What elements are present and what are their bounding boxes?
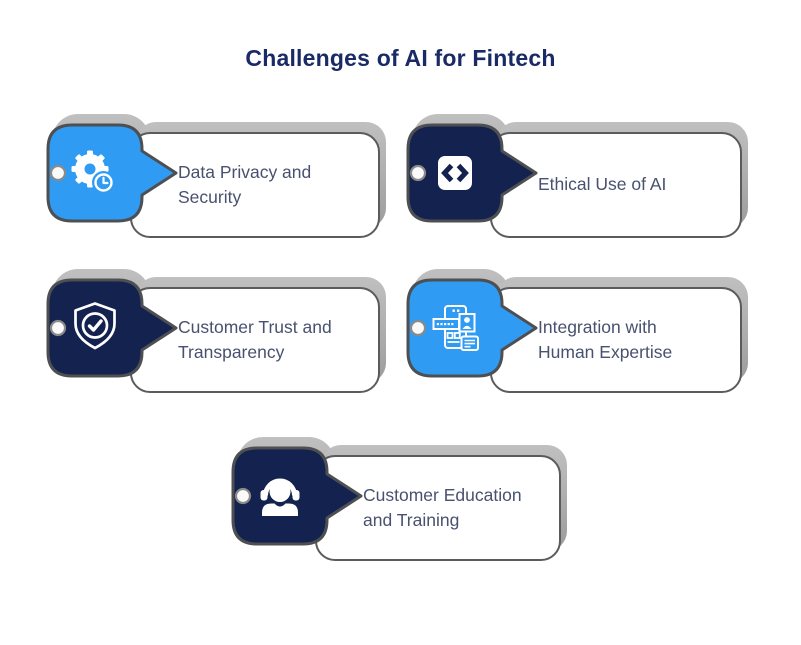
- card-panel: [490, 287, 742, 393]
- card-panel: [490, 132, 742, 238]
- code-icon: [438, 156, 472, 190]
- hole-punch: [409, 319, 427, 337]
- integration-icon: [432, 305, 479, 351]
- card-label: Customer Trust and Transparency: [178, 287, 332, 393]
- gear-clock-icon: [71, 150, 115, 194]
- card-label-line: and Training: [363, 510, 460, 530]
- card-tag: [46, 123, 178, 223]
- card-tag-shape: [46, 123, 178, 223]
- card-label-line: Data Privacy and: [178, 161, 312, 182]
- hole-punch: [49, 319, 67, 337]
- card-label: Customer Education and Training: [363, 455, 522, 561]
- card-tag: [231, 446, 363, 546]
- card-label-line: Customer Education: [363, 484, 522, 505]
- card-tag: [46, 278, 178, 378]
- card-label-line: Customer Trust and: [178, 316, 332, 337]
- support-agent-icon: [260, 478, 300, 516]
- card-tag-shape: [46, 278, 178, 378]
- card-data-privacy-security: Data Privacy and Security: [45, 113, 390, 243]
- hole-punch: [234, 487, 252, 505]
- hole-punch: [49, 164, 67, 182]
- card-customer-education-training: Customer Education and Training: [230, 436, 575, 566]
- card-label-line: Integration with: [538, 316, 657, 337]
- card-integration-human-expertise: Integration with Human Expertise: [405, 268, 750, 398]
- card-label: Integration with Human Expertise: [538, 287, 672, 393]
- card-label-line: Ethical Use of AI: [538, 174, 667, 195]
- card-panel: [130, 287, 380, 393]
- card-ethical-use-of-ai: Ethical Use of AI: [405, 113, 750, 243]
- card-label-line: Human Expertise: [538, 342, 673, 362]
- card-customer-trust-transparency: Customer Trust and Transparency: [45, 268, 390, 398]
- card-label: Data Privacy and Security: [178, 132, 311, 238]
- hole-punch: [409, 164, 427, 182]
- page-title: Challenges of AI for Fintech: [245, 45, 556, 71]
- card-label: Ethical Use of AI: [538, 132, 666, 238]
- card-label-line: Transparency: [178, 342, 285, 362]
- card-panel: [315, 455, 561, 561]
- card-label-line: Security: [178, 187, 242, 207]
- card-tag: [406, 123, 538, 223]
- card-tag: [406, 278, 538, 378]
- shield-check-icon: [74, 302, 116, 350]
